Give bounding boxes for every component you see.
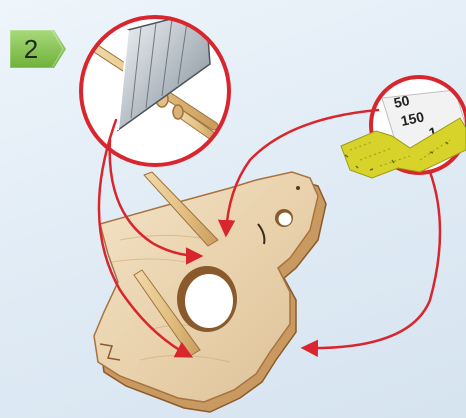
sandpaper-detail-circle: 50 150 1: [341, 77, 466, 178]
knife-detail-circle: [81, 10, 229, 165]
arrow-sandpaper-to-edge: [304, 172, 440, 348]
wooden-part-icon: [94, 172, 326, 412]
